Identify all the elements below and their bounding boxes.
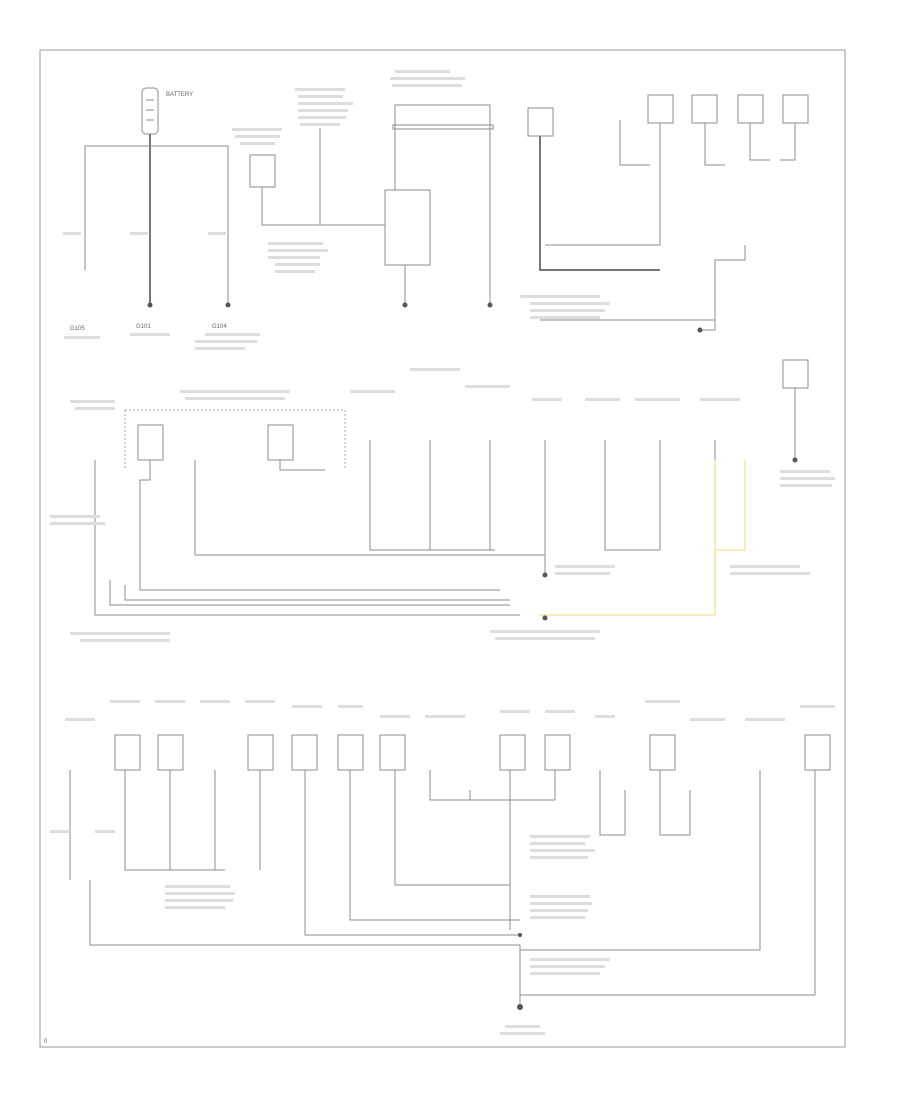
diagram-frame xyxy=(39,49,846,1048)
top-component-3 xyxy=(737,94,764,124)
battery-caption: G105 xyxy=(70,326,85,332)
left-ground-caption: G101 xyxy=(136,324,151,330)
top-section: BATTERY G101 G104 G105 xyxy=(63,70,809,350)
underhood-fuse-block xyxy=(392,124,494,130)
bottom-component-9 xyxy=(649,734,676,771)
relay-box xyxy=(384,189,431,266)
bottom-component-2 xyxy=(157,734,184,771)
mid-component-2 xyxy=(267,424,294,461)
bottom-component-1 xyxy=(114,734,141,771)
transmission-range-switch xyxy=(249,154,276,188)
right-ground-caption: G104 xyxy=(212,324,227,330)
bottom-component-3 xyxy=(247,734,274,771)
middle-section xyxy=(50,359,835,642)
top-component-4 xyxy=(782,94,809,124)
mid-component-1 xyxy=(137,424,164,461)
bottom-component-6 xyxy=(379,734,406,771)
bottom-component-8 xyxy=(544,734,571,771)
top-component-2 xyxy=(691,94,718,124)
fuse-component xyxy=(527,107,554,137)
battery-component xyxy=(141,87,159,135)
bottom-section xyxy=(50,700,835,1035)
bottom-component-4 xyxy=(291,734,318,771)
bottom-component-10 xyxy=(804,734,831,771)
bottom-component-7 xyxy=(499,734,526,771)
bottom-component-5 xyxy=(337,734,364,771)
battery-label: BATTERY xyxy=(166,92,193,98)
top-component-1 xyxy=(647,94,674,124)
mid-right-component xyxy=(782,359,809,389)
footer-id: 0 xyxy=(44,1039,48,1045)
